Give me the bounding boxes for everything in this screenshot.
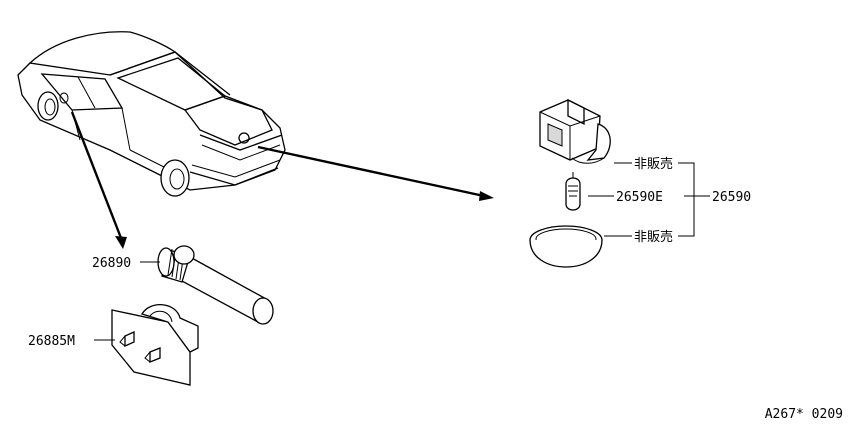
part-number-26890: 26890	[92, 256, 131, 271]
label-not-sold-bottom: 非販売	[634, 229, 673, 245]
arrow-to-license-lamp	[257, 145, 494, 201]
part-number-26885m: 26885M	[28, 334, 75, 349]
part-number-26590e: 26590E	[616, 190, 663, 205]
car-illustration	[17, 31, 286, 197]
bracket-26885m	[111, 304, 199, 386]
part-number-26590: 26590	[712, 190, 751, 205]
group-bracket	[678, 162, 695, 237]
lamp-lens	[529, 225, 603, 268]
fuel-lid-opener-rod	[157, 245, 274, 325]
lamp-socket	[539, 98, 611, 164]
lamp-bulb	[565, 172, 581, 211]
diagram-code: A267* 0209	[765, 407, 843, 422]
arrow-to-fuel-lid-opener	[70, 111, 127, 249]
label-not-sold-top: 非販売	[634, 156, 673, 172]
